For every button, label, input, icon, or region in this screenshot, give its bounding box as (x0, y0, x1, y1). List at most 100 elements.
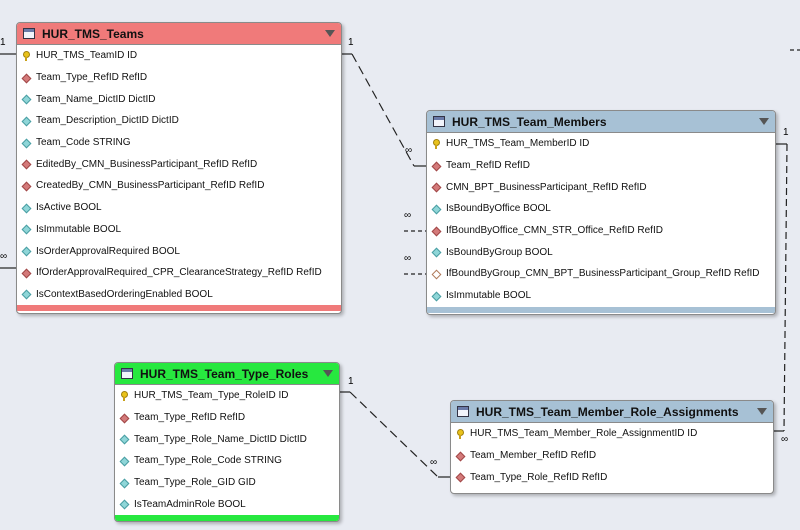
column-row[interactable]: IsBoundByGroup BOOL (427, 241, 775, 263)
column-row[interactable]: Team_Type_RefID RefID (17, 67, 341, 89)
column-row[interactable]: IsImmutable BOOL (17, 219, 341, 241)
column-label: IsBoundByGroup BOOL (446, 246, 553, 258)
table-title: HUR_TMS_Team_Member_Role_Assignments (476, 404, 739, 419)
column-row[interactable]: IsContextBasedOrderingEnabled BOOL (17, 284, 341, 306)
attribute-icon (21, 246, 31, 256)
column-label: Team_Type_RefID RefID (36, 72, 148, 84)
column-row[interactable]: Team_Type_Role_GID GID (115, 472, 339, 494)
table-icon (121, 368, 133, 379)
column-row[interactable]: IsBoundByOffice BOOL (427, 198, 775, 220)
column-list: HUR_TMS_Team_Member_Role_AssignmentID ID… (451, 423, 773, 488)
column-row[interactable]: Team_Name_DictID DictID (17, 88, 341, 110)
collapse-arrow-icon[interactable] (757, 408, 767, 415)
column-row[interactable]: Team_Code STRING (17, 132, 341, 154)
column-row[interactable]: Team_RefID RefID (427, 155, 775, 177)
column-row[interactable]: Team_Member_RefID RefID (451, 445, 773, 467)
attribute-icon (431, 204, 441, 214)
column-label: Team_Type_Role_RefID RefID (470, 471, 608, 483)
column-row[interactable]: CreatedBy_CMN_BusinessParticipant_RefID … (17, 175, 341, 197)
collapse-arrow-icon[interactable] (759, 118, 769, 125)
column-row[interactable]: HUR_TMS_Team_MemberID ID (427, 133, 775, 155)
table-hur-tms-teams[interactable]: HUR_TMS_Teams HUR_TMS_TeamID ID Team_Type… (16, 22, 342, 314)
column-row[interactable]: IsImmutable BOOL (427, 285, 775, 307)
column-label: Team_Type_Role_GID GID (134, 477, 256, 489)
column-label: IsTeamAdminRole BOOL (134, 498, 246, 510)
attribute-icon (119, 478, 129, 488)
foreign-key-icon (21, 181, 31, 191)
column-list: HUR_TMS_Team_MemberID ID Team_RefID RefID… (427, 133, 775, 307)
optional-foreign-key-icon (431, 269, 441, 279)
link-members-assign-dash (783, 143, 788, 432)
attribute-icon (21, 94, 31, 104)
column-label: Team_Type_Role_Code STRING (134, 455, 282, 467)
attribute-icon (21, 224, 31, 234)
foreign-key-icon (431, 226, 441, 236)
table-header[interactable]: HUR_TMS_Teams (17, 23, 341, 45)
column-label: Team_Type_RefID RefID (134, 412, 246, 424)
column-row[interactable]: Team_Description_DictID DictID (17, 110, 341, 132)
column-row[interactable]: IsTeamAdminRole BOOL (115, 493, 339, 515)
column-label: IfBoundByGroup_CMN_BPT_BusinessParticipa… (446, 268, 760, 280)
table-header[interactable]: HUR_TMS_Team_Members (427, 111, 775, 133)
attribute-icon (21, 138, 31, 148)
column-row[interactable]: HUR_TMS_Team_Type_RoleID ID (115, 385, 339, 407)
table-hur-tms-team-member-role-assignments[interactable]: HUR_TMS_Team_Member_Role_Assignments HUR… (450, 400, 774, 494)
column-label: Team_RefID RefID (446, 160, 530, 172)
column-label: IfOrderApprovalRequired_CPR_ClearanceStr… (36, 267, 322, 279)
column-row[interactable]: IfOrderApprovalRequired_CPR_ClearanceStr… (17, 262, 341, 284)
table-hur-tms-team-members[interactable]: HUR_TMS_Team_Members HUR_TMS_Team_Member… (426, 110, 776, 315)
foreign-key-icon (431, 182, 441, 192)
card-members-office-many: ∞ (404, 210, 412, 221)
column-label: Team_Description_DictID DictID (36, 115, 179, 127)
table-header[interactable]: HUR_TMS_Team_Member_Role_Assignments (451, 401, 773, 423)
collapse-arrow-icon[interactable] (325, 30, 335, 37)
column-row[interactable]: IsOrderApprovalRequired BOOL (17, 240, 341, 262)
foreign-key-icon (455, 451, 465, 461)
table-title: HUR_TMS_Teams (42, 26, 144, 41)
column-row[interactable]: IsActive BOOL (17, 197, 341, 219)
column-row[interactable]: IfBoundByOffice_CMN_STR_Office_RefID Ref… (427, 220, 775, 242)
column-list: HUR_TMS_Team_Type_RoleID ID Team_Type_Ref… (115, 385, 339, 515)
primary-key-icon (455, 428, 465, 439)
attribute-icon (119, 456, 129, 466)
column-label: IsOrderApprovalRequired BOOL (36, 245, 180, 257)
column-label: Team_Code STRING (36, 137, 131, 149)
table-footer (427, 306, 775, 313)
attribute-icon (119, 499, 129, 509)
column-label: IsImmutable BOOL (446, 290, 532, 302)
column-row[interactable]: Team_Type_Role_RefID RefID (451, 466, 773, 488)
column-label: HUR_TMS_Team_MemberID ID (446, 138, 590, 150)
column-label: IsContextBasedOrderingEnabled BOOL (36, 288, 213, 300)
collapse-arrow-icon[interactable] (323, 370, 333, 377)
foreign-key-icon (21, 73, 31, 83)
table-header[interactable]: HUR_TMS_Team_Type_Roles (115, 363, 339, 385)
table-footer (17, 305, 341, 312)
attribute-icon (21, 116, 31, 126)
card-assign-many: ∞ (430, 457, 438, 468)
card-roles-one: 1 (348, 376, 354, 387)
column-label: Team_Type_Role_Name_DictID DictID (134, 433, 307, 445)
table-icon (23, 28, 35, 39)
card-members-right-one: 1 (783, 127, 789, 138)
column-list: HUR_TMS_TeamID ID Team_Type_RefID RefID Te… (17, 45, 341, 305)
column-row[interactable]: HUR_TMS_Team_Member_Role_AssignmentID ID (451, 423, 773, 445)
card-teams-one: 1 (348, 37, 354, 48)
column-row[interactable]: Team_Type_RefID RefID (115, 407, 339, 429)
table-hur-tms-team-type-roles[interactable]: HUR_TMS_Team_Type_Roles HUR_TMS_Team_Typ… (114, 362, 340, 522)
column-label: Team_Member_RefID RefID (470, 450, 597, 462)
card-members-many: ∞ (405, 145, 413, 156)
link-teams-members-dash (351, 53, 415, 167)
column-row[interactable]: IfBoundByGroup_CMN_BPT_BusinessParticipa… (427, 263, 775, 285)
column-label: HUR_TMS_TeamID ID (36, 50, 138, 62)
column-row[interactable]: CMN_BPT_BusinessParticipant_RefID RefID (427, 176, 775, 198)
column-label: HUR_TMS_Team_Member_Role_AssignmentID ID (470, 428, 698, 440)
column-row[interactable]: Team_Type_Role_Name_DictID DictID (115, 428, 339, 450)
foreign-key-icon (119, 413, 129, 423)
column-row[interactable]: HUR_TMS_TeamID ID (17, 45, 341, 67)
column-row[interactable]: EditedBy_CMN_BusinessParticipant_RefID R… (17, 153, 341, 175)
attribute-icon (431, 291, 441, 301)
column-row[interactable]: Team_Type_Role_Code STRING (115, 450, 339, 472)
column-label: HUR_TMS_Team_Type_RoleID ID (134, 390, 289, 402)
table-title: HUR_TMS_Team_Members (452, 114, 607, 129)
